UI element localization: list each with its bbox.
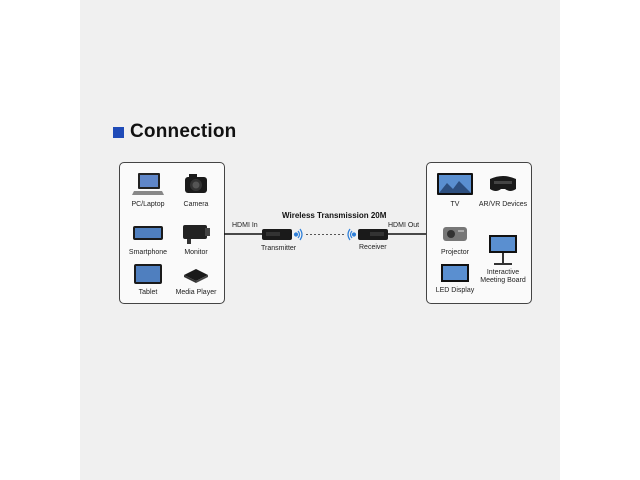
tablet-icon	[134, 264, 162, 284]
hdmi-in-label: HDMI In	[232, 222, 258, 229]
receiver-label: Receiver	[359, 244, 387, 251]
camera-icon	[185, 174, 207, 193]
wireless-signal-icon	[293, 228, 303, 241]
device-meeting-board: Interactive Meeting Board	[473, 233, 533, 285]
source-devices-box: PC/Laptop Camera Smartphone Monitor	[119, 162, 225, 304]
tv-icon	[437, 173, 473, 195]
device-pc-laptop: PC/Laptop	[120, 171, 176, 209]
smartphone-icon	[133, 226, 163, 240]
led-display-icon	[441, 264, 469, 282]
device-tablet: Tablet	[120, 261, 176, 297]
device-label: Monitor	[184, 249, 208, 256]
device-label: PC/Laptop	[131, 201, 165, 208]
device-tv: TV	[427, 171, 483, 209]
display-devices-box: TV AR/VR Devices Projector Interactive M…	[426, 162, 532, 304]
transmitter-dongle	[262, 229, 292, 240]
device-label: TV	[450, 201, 460, 208]
device-camera: Camera	[168, 171, 224, 209]
device-label: LED Display	[435, 287, 475, 294]
device-label: Interactive Meeting Board	[480, 269, 526, 284]
projector-icon	[443, 227, 467, 241]
media-player-icon	[184, 269, 208, 283]
transmitter-label: Transmitter	[261, 245, 297, 252]
section-heading: Connection	[113, 121, 237, 143]
device-ar-vr: AR/VR Devices	[475, 171, 531, 209]
device-label: Projector	[440, 249, 469, 256]
device-label: Camera	[183, 201, 209, 208]
device-label: Tablet	[138, 289, 158, 296]
heading-square-icon	[113, 126, 124, 138]
receiver-dongle	[358, 229, 388, 240]
device-media-player: Media Player	[168, 261, 224, 297]
device-label: AR/VR Devices	[478, 201, 528, 208]
link-title: Wireless Transmission 20M	[282, 211, 387, 220]
vr-headset-icon	[490, 176, 516, 191]
device-smartphone: Smartphone	[120, 219, 176, 257]
device-monitor: Monitor	[168, 219, 224, 257]
heading-title: Connection	[130, 121, 237, 142]
meeting-board-icon	[489, 235, 517, 265]
device-label: Media Player	[175, 289, 217, 296]
wireless-signal-icon	[347, 228, 357, 241]
hdmi-out-label: HDMI Out	[388, 222, 420, 229]
device-label: Smartphone	[128, 249, 168, 256]
laptop-icon	[132, 173, 164, 195]
device-projector: Projector	[427, 219, 483, 257]
monitor-camera-icon	[183, 225, 210, 244]
device-led-display: LED Display	[427, 261, 483, 295]
